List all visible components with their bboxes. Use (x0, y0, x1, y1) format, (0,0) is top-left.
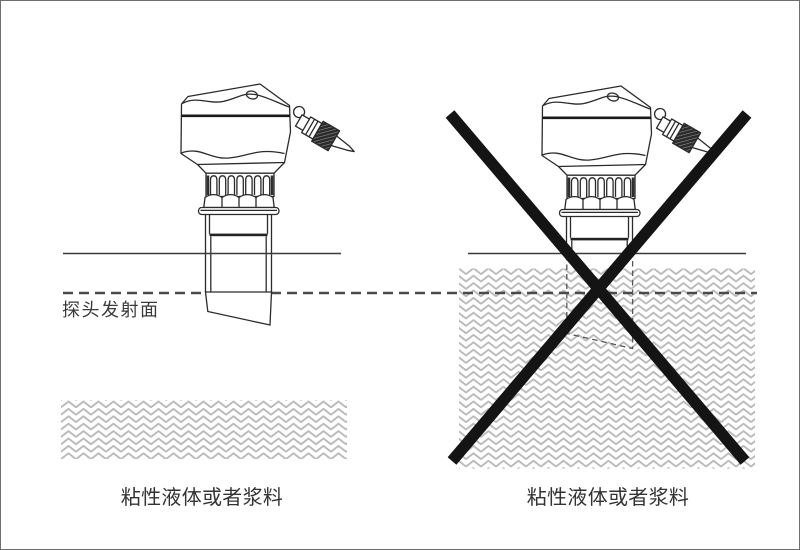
emission-surface-label: 探头发射面 (62, 300, 160, 320)
liquid-band-left (61, 400, 347, 459)
sensor-incorrect (540, 84, 723, 218)
caption-left: 粘性液体或者浆料 (121, 486, 283, 509)
probe-left (204, 214, 273, 326)
x-stroke-up (447, 110, 752, 465)
prohibition-x-icon (445, 110, 752, 465)
submerged-probe-outline (566, 255, 634, 350)
horn-skirt (204, 291, 273, 326)
sensor-correct (179, 82, 362, 216)
caption-right: 粘性液体或者浆料 (527, 486, 689, 509)
